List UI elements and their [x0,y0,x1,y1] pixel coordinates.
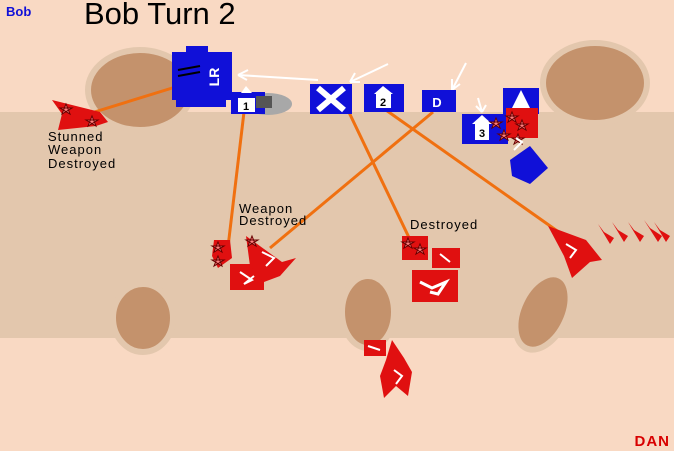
unit-1-label: 1 [243,101,249,113]
unit-3-label: 3 [479,128,485,140]
move-arrow-d [451,62,467,91]
unit-2[interactable]: 2 [364,84,404,112]
unit-d-label: D [432,95,441,110]
player-label-bottom: DAN [634,433,670,450]
red-unit-bottom[interactable] [364,340,412,398]
rock-3 [110,281,176,355]
fire-line-2 [382,106,571,242]
unit-lr-label: LR [206,68,222,87]
turn-title: Bob Turn 2 [84,0,236,31]
rock-2 [540,40,650,126]
stunned-note-line-2: Weapon [48,142,103,157]
move-arrow-3 [475,97,487,113]
move-arrow-lr [237,74,319,81]
unit-d[interactable]: D [422,90,456,112]
weapon-destroyed-line-1: Weapon [239,201,294,216]
weapon-destroyed-line-2: Destroyed [239,213,308,228]
red-units [52,100,670,398]
red-squad [598,220,670,244]
fire-line-1 [226,111,246,248]
unit-x[interactable] [310,84,352,114]
rock-5 [512,271,574,353]
movement-arrows [237,62,487,113]
move-arrow-x [349,63,389,83]
red-unit-group-left[interactable] [210,234,296,290]
red-unit-stunned[interactable] [52,100,108,130]
fire-line-x [343,103,416,249]
stunned-note-line-1: Stunned [48,129,104,144]
unit-2-label: 2 [380,97,386,109]
red-unit-group-center[interactable] [400,236,460,302]
destroyed-note: Destroyed [410,217,479,232]
unit-lr[interactable]: LR [172,46,232,107]
stunned-note-line-3: Destroyed [48,156,117,171]
fire-line-d [269,110,434,250]
rock-4 [339,273,397,351]
blue-units: LR 1 2 D [172,46,548,184]
red-unit-right[interactable] [548,220,670,278]
unit-3-stack[interactable]: 3 [462,88,548,184]
player-label-top: Bob [6,4,32,19]
unit-1[interactable]: 1 [231,86,292,115]
